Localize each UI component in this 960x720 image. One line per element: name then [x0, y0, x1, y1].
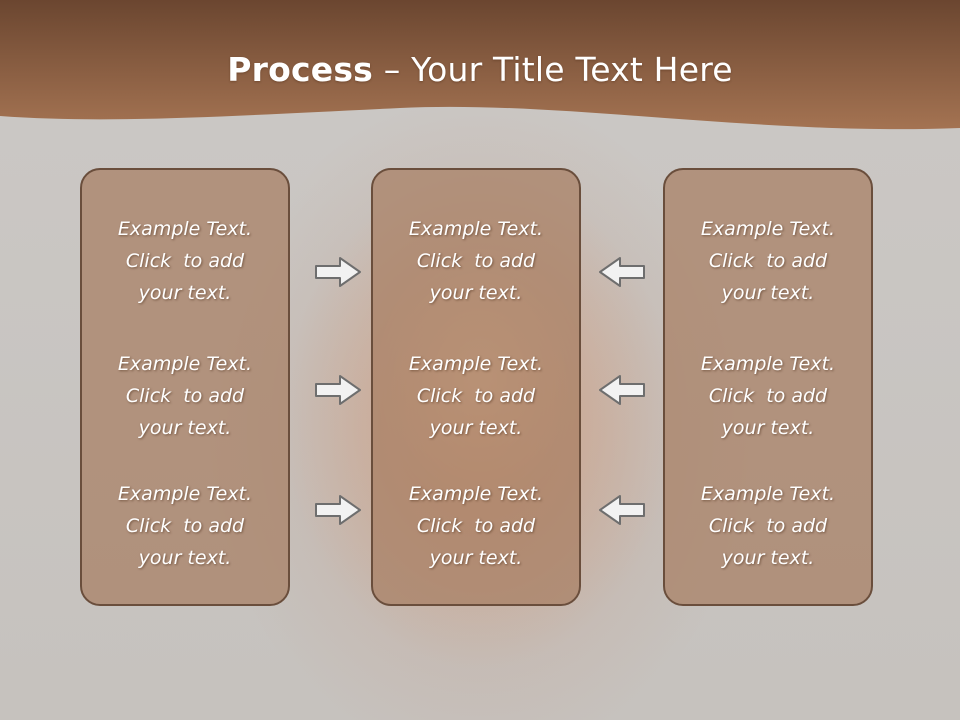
text-placeholder[interactable]: Example Text. Click to add your text.	[665, 478, 871, 574]
text-line: Example Text.	[117, 218, 253, 240]
text-line: Example Text.	[117, 353, 253, 375]
title-rest: – Your Title Text Here	[373, 50, 733, 89]
text-line: Click to add	[416, 250, 536, 272]
text-line: Click to add	[708, 515, 828, 537]
process-box-left[interactable]: Example Text. Click to add your text. Ex…	[80, 168, 290, 606]
process-box-right[interactable]: Example Text. Click to add your text. Ex…	[663, 168, 873, 606]
title-bold: Process	[227, 50, 374, 89]
arrow-right-icon[interactable]	[314, 373, 362, 407]
title-banner	[0, 0, 960, 130]
process-box-center[interactable]: Example Text. Click to add your text. Ex…	[371, 168, 581, 606]
arrow-right-icon[interactable]	[314, 255, 362, 289]
text-placeholder[interactable]: Example Text. Click to add your text.	[665, 348, 871, 444]
text-line: Click to add	[125, 250, 245, 272]
text-line: your text.	[429, 547, 523, 569]
text-line: your text.	[721, 547, 815, 569]
text-line: Click to add	[416, 385, 536, 407]
arrow-left-icon[interactable]	[598, 255, 646, 289]
slide-title[interactable]: Process – Your Title Text Here	[0, 50, 960, 89]
text-placeholder[interactable]: Example Text. Click to add your text.	[82, 213, 288, 309]
text-placeholder[interactable]: Example Text. Click to add your text.	[82, 348, 288, 444]
text-line: your text.	[138, 282, 232, 304]
text-line: Example Text.	[408, 483, 544, 505]
text-line: Click to add	[125, 385, 245, 407]
text-placeholder[interactable]: Example Text. Click to add your text.	[373, 348, 579, 444]
text-line: Example Text.	[408, 353, 544, 375]
text-placeholder[interactable]: Example Text. Click to add your text.	[373, 478, 579, 574]
text-line: Example Text.	[700, 218, 836, 240]
text-line: Example Text.	[408, 218, 544, 240]
text-line: your text.	[721, 417, 815, 439]
text-line: your text.	[138, 547, 232, 569]
arrow-left-icon[interactable]	[598, 493, 646, 527]
text-line: your text.	[138, 417, 232, 439]
text-line: your text.	[721, 282, 815, 304]
arrow-right-icon[interactable]	[314, 493, 362, 527]
text-line: Click to add	[416, 515, 536, 537]
text-line: Click to add	[708, 385, 828, 407]
text-placeholder[interactable]: Example Text. Click to add your text.	[373, 213, 579, 309]
text-line: your text.	[429, 417, 523, 439]
text-line: your text.	[429, 282, 523, 304]
text-line: Example Text.	[117, 483, 253, 505]
text-placeholder[interactable]: Example Text. Click to add your text.	[665, 213, 871, 309]
text-line: Click to add	[708, 250, 828, 272]
text-line: Example Text.	[700, 483, 836, 505]
text-line: Example Text.	[700, 353, 836, 375]
text-placeholder[interactable]: Example Text. Click to add your text.	[82, 478, 288, 574]
arrow-left-icon[interactable]	[598, 373, 646, 407]
text-line: Click to add	[125, 515, 245, 537]
